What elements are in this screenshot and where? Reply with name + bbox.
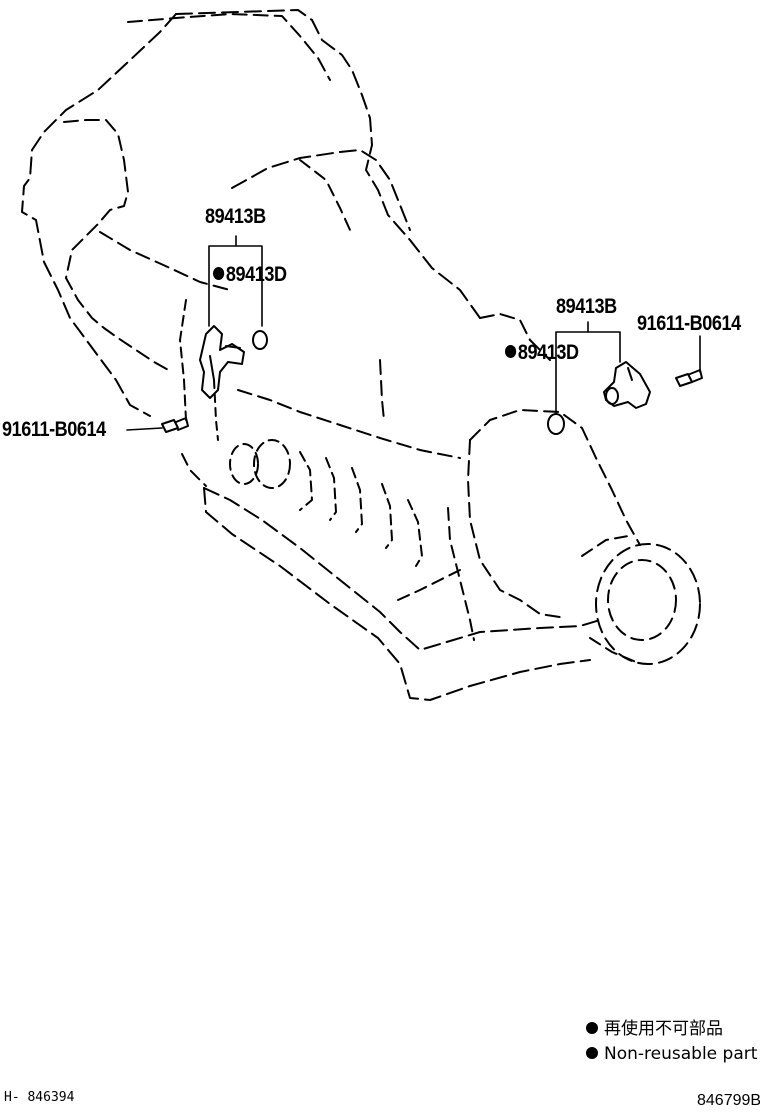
bell-housing-left <box>21 13 177 417</box>
legend-japanese-text: 再使用不可部品 <box>604 1019 723 1039</box>
bell-housing-face <box>99 231 231 291</box>
right-bolt-label: 91611-B0614 <box>637 312 741 335</box>
boss-2 <box>253 439 291 489</box>
bell-housing-rim <box>127 13 331 81</box>
output-neck <box>581 535 637 663</box>
right-bracket-leader <box>555 321 621 415</box>
left-bolt <box>161 417 189 433</box>
left-bolt-label: 91611-B0614 <box>2 418 106 441</box>
legend-japanese: 再使用不可部品 <box>586 1021 723 1038</box>
left-bracket-leader <box>208 235 263 327</box>
bell-housing-inner <box>63 119 173 373</box>
legend-english-text: Non-reusable part <box>604 1044 758 1064</box>
left-sensor-mount <box>179 299 187 421</box>
output-flange <box>595 543 701 665</box>
right-oring <box>547 413 565 435</box>
oil-pan-top <box>203 487 601 651</box>
extension-inner <box>447 507 475 641</box>
rib-2 <box>325 457 337 521</box>
bullet-dot-icon <box>586 1022 598 1034</box>
boss-1 <box>229 443 259 485</box>
rib-4 <box>381 483 393 549</box>
output-flange-inner <box>607 559 677 641</box>
legend-english: Non-reusable part <box>586 1046 757 1063</box>
bullet-dot-icon <box>586 1047 598 1059</box>
bell-housing-outline <box>175 9 481 319</box>
left-oring-label: 89413D <box>213 264 287 285</box>
non-reusable-dot-icon <box>213 267 225 280</box>
left-oring-part-number: 89413D <box>225 263 287 286</box>
left-oring <box>252 330 268 350</box>
case-mid <box>237 389 461 459</box>
right-speed-sensor <box>603 361 651 409</box>
left-sensor-label: 89413B <box>205 205 266 228</box>
right-oring-label: 89413D <box>505 342 579 363</box>
rib-5 <box>407 499 423 567</box>
extension-housing <box>469 409 641 546</box>
right-bolt <box>675 369 703 387</box>
case-body-line <box>379 359 385 421</box>
non-reusable-dot-icon <box>505 345 517 358</box>
right-oring-part-number: 89413D <box>517 341 579 364</box>
left-bolt-leader <box>126 427 163 431</box>
oil-pan-side <box>203 487 591 701</box>
case-top-2 <box>299 159 351 231</box>
left-speed-sensor <box>199 325 245 399</box>
oil-pan-lip <box>181 453 207 487</box>
extension-lower <box>467 439 567 619</box>
case-right-top <box>479 313 551 361</box>
extension-inner-2 <box>397 569 461 601</box>
diagram-code-right: 846799B <box>697 1092 760 1109</box>
rib-1 <box>299 451 313 511</box>
case-top <box>231 149 411 231</box>
rib-3 <box>351 467 363 533</box>
right-sensor-label: 89413B <box>556 295 617 318</box>
diagram-code-left: H- 846394 <box>4 1090 75 1105</box>
